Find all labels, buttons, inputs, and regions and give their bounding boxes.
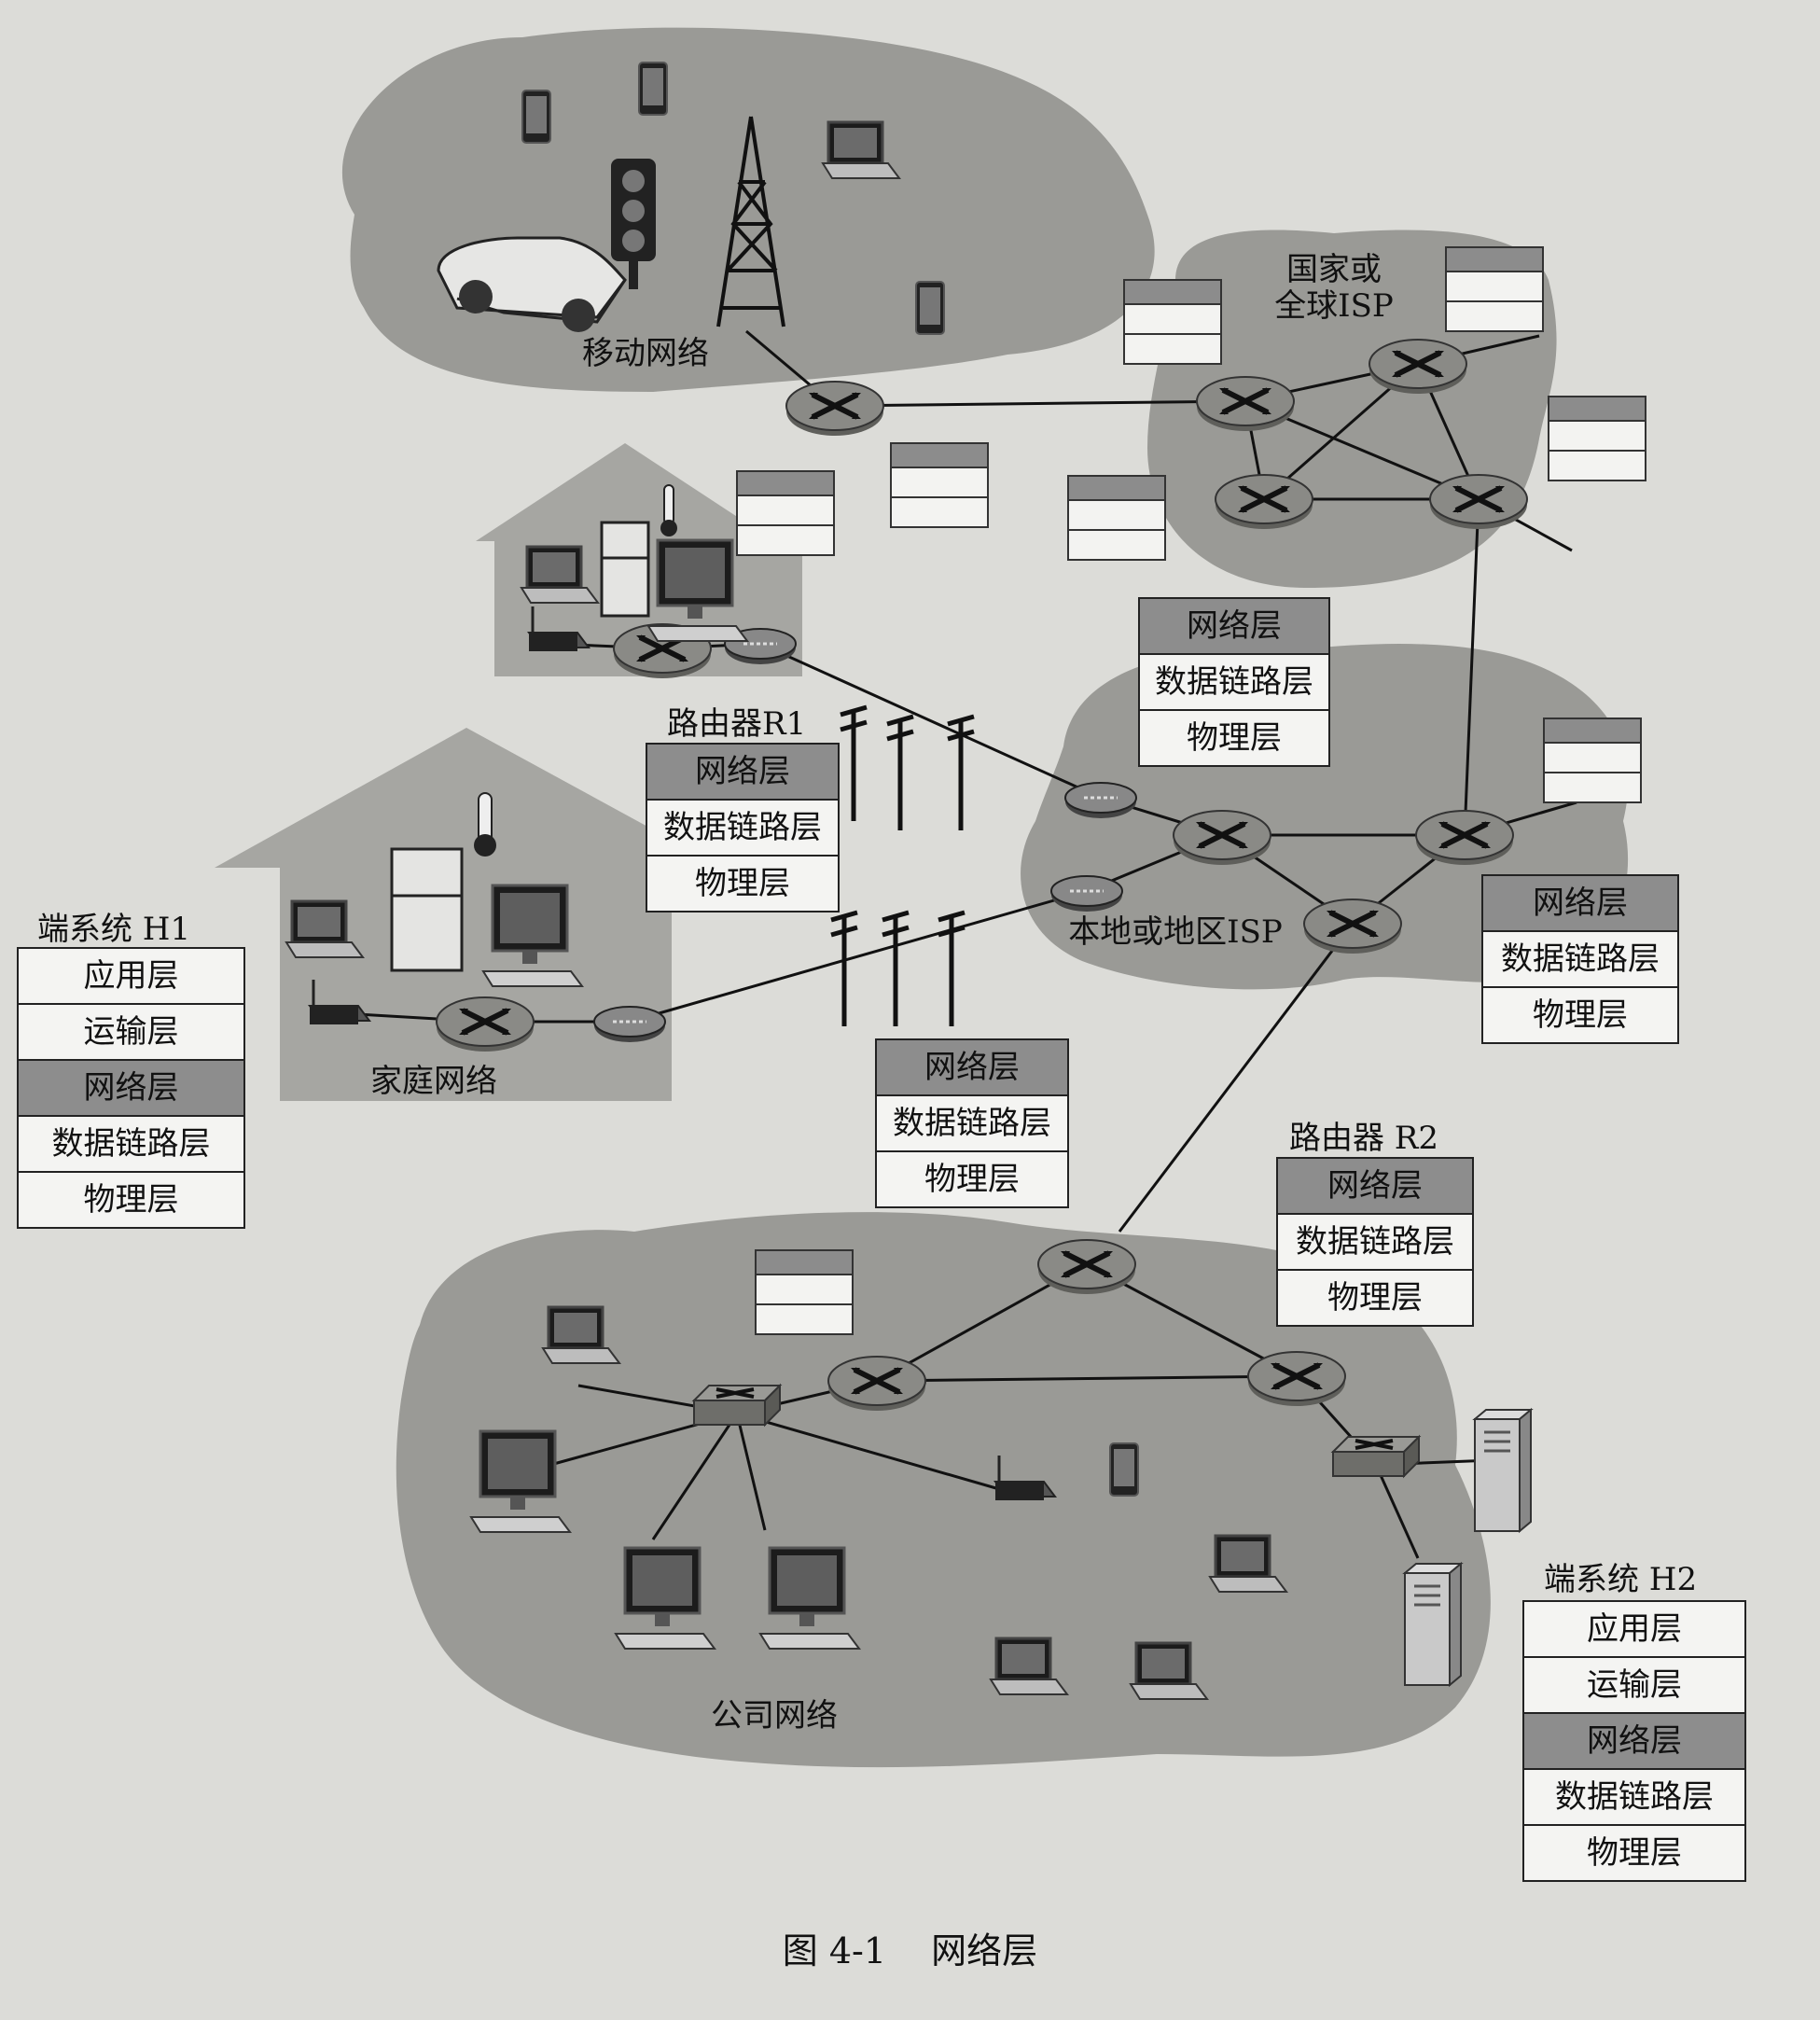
local-isp-router-icon: [1416, 811, 1513, 865]
network-layer: 网络层: [19, 1061, 243, 1117]
mobile-phone-icon: [521, 90, 551, 144]
desktop-computer-icon: [758, 1546, 861, 1651]
thermometer-icon: [660, 484, 677, 536]
thermometer-icon: [474, 792, 496, 857]
isp-router-icon: [1369, 340, 1466, 394]
modem-icon: [1049, 874, 1124, 913]
data-link-layer: 数据链路层: [1140, 655, 1328, 711]
forwarding-table-icon: [755, 1249, 854, 1335]
national-isp-label: 国家或全球ISP: [1274, 251, 1394, 325]
utility-pole-icon: [841, 707, 867, 821]
isp-router-icon: [1430, 475, 1527, 529]
company-router-r2-icon: [1248, 1352, 1345, 1406]
utility-pole-icon: [938, 912, 965, 1026]
modem-icon: [592, 1005, 667, 1044]
mobile-network-label: 移动网络: [582, 335, 709, 372]
mobile-phone-icon: [638, 62, 668, 116]
desktop-computer-icon: [481, 884, 584, 988]
modem-icon: [1063, 781, 1138, 820]
forwarding-table-icon: [1445, 246, 1544, 332]
data-link-layer: 数据链路层: [19, 1117, 243, 1173]
isp-router-icon: [1216, 475, 1313, 529]
local-isp-stack-right: 网络层 数据链路层 物理层: [1481, 874, 1679, 1044]
utility-pole-icon: [948, 717, 974, 830]
local-isp-label: 本地或地区ISP: [1068, 913, 1283, 951]
mobile-phone-icon: [915, 281, 945, 335]
application-layer: 应用层: [1524, 1602, 1744, 1658]
utility-pole-icon: [831, 912, 857, 1026]
router-r2-stack: 网络层 数据链路层 物理层: [1276, 1157, 1474, 1327]
forwarding-table-icon: [1067, 475, 1166, 561]
local-isp-stack-top: 网络层 数据链路层 物理层: [1138, 597, 1330, 767]
label-line: 全球ISP: [1274, 287, 1394, 325]
data-link-layer: 数据链路层: [647, 801, 838, 857]
network-layer: 网络层: [1140, 599, 1328, 655]
car-icon: [437, 236, 627, 332]
company-network-label: 公司网络: [711, 1697, 838, 1734]
desktop-computer-icon: [614, 1546, 716, 1651]
company-router-icon: [828, 1357, 925, 1411]
data-link-layer: 数据链路层: [1524, 1770, 1744, 1826]
server-icon: [1473, 1408, 1533, 1533]
home-router-icon: [437, 997, 534, 1052]
refrigerator-icon: [600, 521, 650, 618]
host-h1-stack: 应用层 运输层 网络层 数据链路层 物理层: [17, 947, 245, 1229]
physical-layer: 物理层: [1533, 996, 1628, 1034]
host-h1-title: 端系统 H1: [37, 911, 191, 948]
figure-number: 图 4-1: [782, 1930, 887, 1971]
cell-tower-icon: [716, 116, 785, 327]
utility-pole-icon: [882, 912, 909, 1026]
switch-icon: [692, 1384, 782, 1427]
host-h2-stack: 应用层 运输层 网络层 数据链路层 物理层: [1522, 1600, 1746, 1882]
forwarding-table-icon: [1548, 396, 1646, 481]
physical-layer: 物理层: [695, 865, 790, 902]
router-r1-title: 路由器R1: [667, 705, 807, 743]
forwarding-table-icon: [1123, 279, 1222, 365]
physical-layer: 物理层: [1187, 719, 1282, 757]
home-network-label: 家庭网络: [370, 1063, 497, 1100]
company-network-cloud: [396, 1212, 1491, 1768]
label-line: 国家或: [1286, 251, 1382, 288]
network-layer: 网络层: [1524, 1714, 1744, 1770]
middle-stack: 网络层 数据链路层 物理层: [875, 1038, 1069, 1208]
physical-layer: 物理层: [83, 1181, 179, 1219]
switch-icon: [1331, 1435, 1421, 1478]
local-isp-router-icon: [1174, 811, 1271, 865]
network-layer: 网络层: [1483, 876, 1677, 932]
company-router-icon: [1038, 1240, 1135, 1294]
tablet-icon: [1109, 1442, 1139, 1497]
transport-layer: 运输层: [1524, 1658, 1744, 1714]
network-layer: 网络层: [1278, 1159, 1472, 1215]
isp-router-icon: [1197, 377, 1294, 431]
desktop-computer-icon: [469, 1429, 572, 1534]
network-layer: 网络层: [877, 1040, 1067, 1096]
traffic-light-icon: [611, 159, 656, 289]
physical-layer: 物理层: [924, 1161, 1020, 1198]
data-link-layer: 数据链路层: [1278, 1215, 1472, 1271]
router-r2-title: 路由器 R2: [1289, 1120, 1439, 1157]
server-icon: [1403, 1562, 1463, 1687]
refrigerator-icon: [390, 847, 464, 972]
physical-layer: 物理层: [1327, 1279, 1423, 1316]
data-link-layer: 数据链路层: [1483, 932, 1677, 988]
forwarding-table-icon: [890, 442, 989, 528]
transport-layer: 运输层: [19, 1005, 243, 1061]
host-h2-title: 端系统 H2: [1544, 1561, 1698, 1598]
desktop-computer-icon: [646, 538, 749, 643]
network-layer: 网络层: [647, 745, 838, 801]
data-link-layer: 数据链路层: [877, 1096, 1067, 1152]
mobile-gateway-router-icon: [786, 382, 883, 436]
figure-title: 网络层: [931, 1930, 1038, 1971]
figure-caption: 图 4-1 网络层: [0, 1922, 1820, 1973]
application-layer: 应用层: [19, 949, 243, 1005]
mobile-network-cloud: [341, 27, 1155, 392]
local-isp-router-icon: [1304, 899, 1401, 954]
router-r1-stack: 网络层 数据链路层 物理层: [646, 743, 840, 912]
utility-pole-icon: [887, 717, 913, 830]
physical-layer: 物理层: [1587, 1834, 1682, 1872]
forwarding-table-icon: [1543, 717, 1642, 803]
forwarding-table-icon: [736, 470, 835, 556]
